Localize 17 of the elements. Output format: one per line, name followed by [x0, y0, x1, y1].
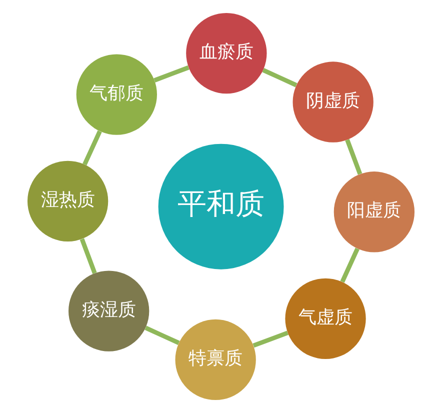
node-circle: 气郁质: [76, 54, 156, 135]
node-circle: 痰湿质: [68, 270, 149, 352]
connector: [252, 330, 288, 348]
connector: [340, 248, 359, 283]
node-circle: 阳虚质: [333, 172, 414, 252]
connector: [144, 326, 180, 345]
node-circle: 血瘀质: [186, 12, 266, 94]
connector: [262, 68, 297, 88]
connector: [79, 238, 96, 274]
connector: [153, 65, 189, 82]
node-circle: 平和质: [158, 144, 284, 270]
node-circle: 阴虚质: [292, 62, 373, 142]
connector: [82, 130, 102, 166]
node-circle: 湿热质: [26, 160, 108, 242]
connector: [344, 139, 362, 175]
node-circle: 气虚质: [284, 278, 366, 359]
node-circle: 特禀质: [174, 319, 256, 400]
